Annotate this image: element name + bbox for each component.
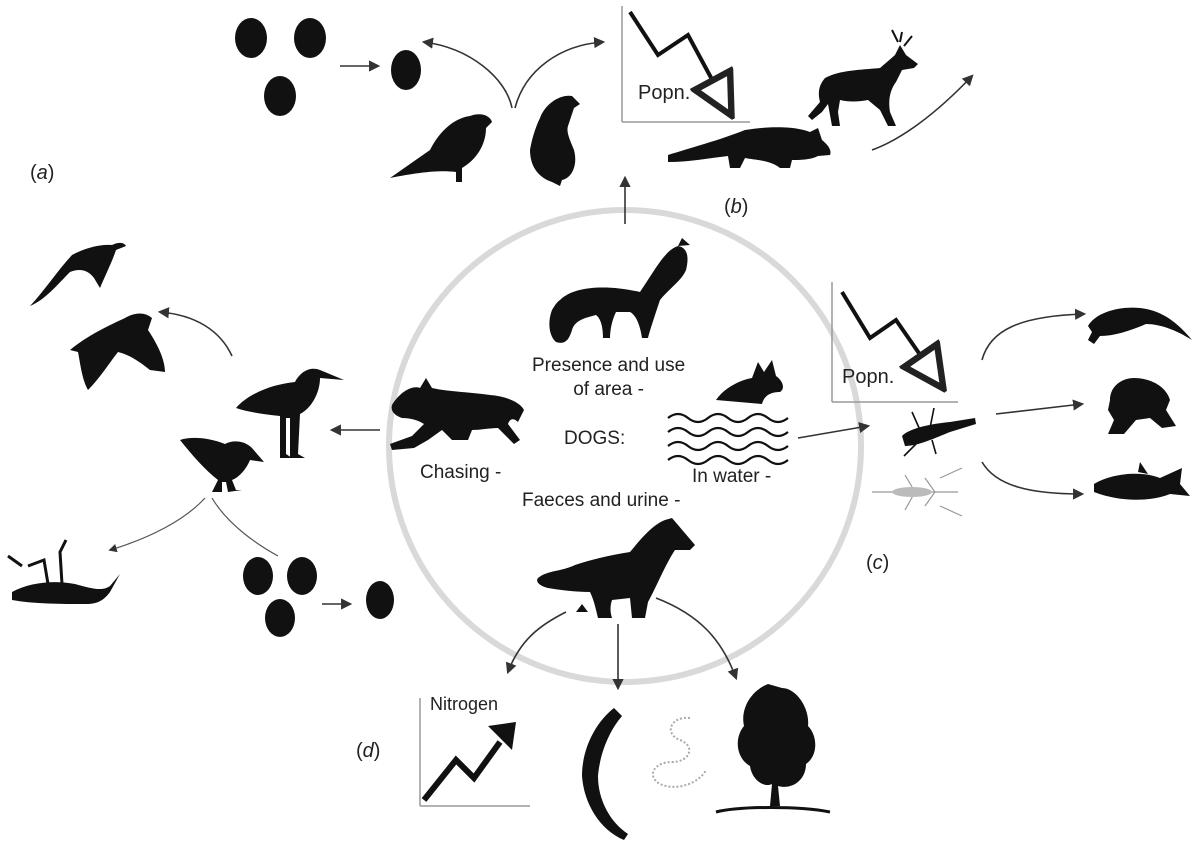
dogs-title: DOGS: xyxy=(564,428,626,449)
plover-icon xyxy=(180,437,264,492)
running-dog-icon xyxy=(390,378,524,450)
panel-letter-b: b xyxy=(730,196,742,218)
swimming-dog-icon xyxy=(716,360,783,404)
panel-label-b: (b) xyxy=(724,196,749,218)
fish-icon xyxy=(1094,462,1190,500)
flying-gull-icon xyxy=(70,313,165,390)
godwit-icon xyxy=(236,368,344,458)
nitrogen-increase-chart xyxy=(419,698,530,807)
panel-label-d: (d) xyxy=(356,740,381,762)
faeces-label: Faeces and urine - xyxy=(522,490,681,511)
dead-bird-icon xyxy=(7,539,120,604)
chasing-label: Chasing - xyxy=(420,462,502,483)
single-egg-bottom-icon xyxy=(366,581,394,619)
earthworm-icon xyxy=(582,708,628,840)
in-water-label: In water - xyxy=(692,466,772,487)
newt-icon xyxy=(1088,307,1192,344)
popn-label-right: Popn. xyxy=(842,366,895,388)
mayfly-icon xyxy=(872,467,963,517)
microorganism-icon xyxy=(651,716,707,788)
frog-icon xyxy=(1108,378,1176,434)
aquatic-insect-icon xyxy=(902,407,976,457)
presence-label: Presence and use of area - xyxy=(532,355,686,400)
songbird-icon xyxy=(390,114,492,182)
panel-label-c: (c) xyxy=(866,552,890,574)
nitrogen-label: Nitrogen xyxy=(430,694,499,714)
panel-letter-d: d xyxy=(362,740,374,762)
population-decline-chart-right xyxy=(831,282,958,403)
flying-bird-icon xyxy=(30,242,126,306)
population-decline-chart-top xyxy=(621,6,750,123)
panel-label-a: (a) xyxy=(30,162,55,184)
panel-letter-a: a xyxy=(36,162,48,184)
deer-icon xyxy=(808,29,918,126)
panel-letter-c: c xyxy=(872,552,883,574)
small-bird-icon xyxy=(530,95,580,186)
popn-label-top: Popn. xyxy=(638,82,691,104)
fox-icon xyxy=(668,127,831,168)
tree-icon xyxy=(715,684,831,814)
egg-cluster-bottom-icon xyxy=(243,557,317,637)
water-waves-icon xyxy=(667,412,789,466)
single-egg-top-icon xyxy=(391,50,421,90)
standing-dog-icon xyxy=(549,238,690,343)
defecating-dog-icon xyxy=(537,518,695,618)
egg-cluster-top-icon xyxy=(235,18,326,116)
